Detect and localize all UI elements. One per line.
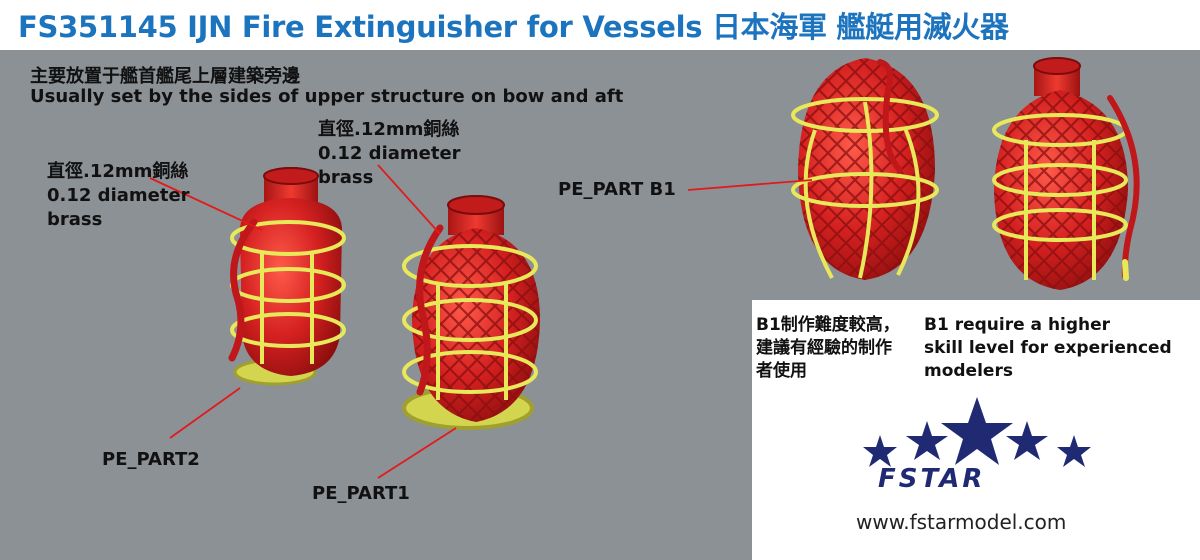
label-pe-part-b1: PE_PART B1 [558, 179, 676, 200]
brand-logo: FSTAR [878, 464, 986, 494]
extinguisher-b1-left [791, 58, 939, 280]
callout-left-wire-line1: 0.12 diameter [47, 185, 190, 206]
leader-lines [149, 164, 813, 479]
note-english: B1 require a higher skill level for expe… [924, 314, 1172, 383]
extinguisher-plain [228, 167, 346, 386]
extinguisher-patterned-front [402, 195, 540, 430]
callout-mid-wire-line1: 0.12 diameter [318, 143, 461, 164]
brand-stars-icon [863, 397, 1091, 467]
label-pe-part2: PE_PART2 [102, 449, 200, 470]
callout-mid-wire-zh: 直徑.12mm銅絲 [318, 119, 460, 140]
note-panel: B1制作難度較高， 建議有經驗的制作 者使用 B1 require a high… [752, 300, 1200, 560]
note-en-line3: modelers [924, 361, 1013, 381]
callout-left-wire-zh: 直徑.12mm銅絲 [47, 161, 189, 182]
note-en-line1: B1 require a higher [924, 315, 1111, 335]
note-zh-line1: B1制作難度較高， [756, 315, 900, 335]
callout-left-wire-line2: brass [47, 209, 103, 230]
website-link[interactable]: www.fstarmodel.com [856, 510, 1067, 534]
page-title: FS351145 IJN Fire Extinguisher for Vesse… [18, 10, 1009, 44]
callout-mid-wire-line2: brass [318, 167, 374, 188]
note-en-line2: skill level for experienced [924, 338, 1172, 358]
label-pe-part1: PE_PART1 [312, 483, 410, 504]
note-chinese: B1制作難度較高， 建議有經驗的制作 者使用 [756, 314, 900, 383]
callout-mid-wire: 直徑.12mm銅絲 0.12 diameter brass [318, 118, 461, 190]
intro-english: Usually set by the sides of upper struct… [30, 86, 624, 107]
title-bar: FS351145 IJN Fire Extinguisher for Vesse… [0, 0, 1200, 50]
intro-chinese: 主要放置于艦首艦尾上層建築旁邊 [30, 66, 300, 87]
callout-left-wire: 直徑.12mm銅絲 0.12 diameter brass [47, 160, 190, 232]
extinguisher-b1-right [992, 57, 1140, 290]
note-zh-line2: 建議有經驗的制作 [756, 338, 892, 358]
note-zh-line3: 者使用 [756, 361, 807, 381]
